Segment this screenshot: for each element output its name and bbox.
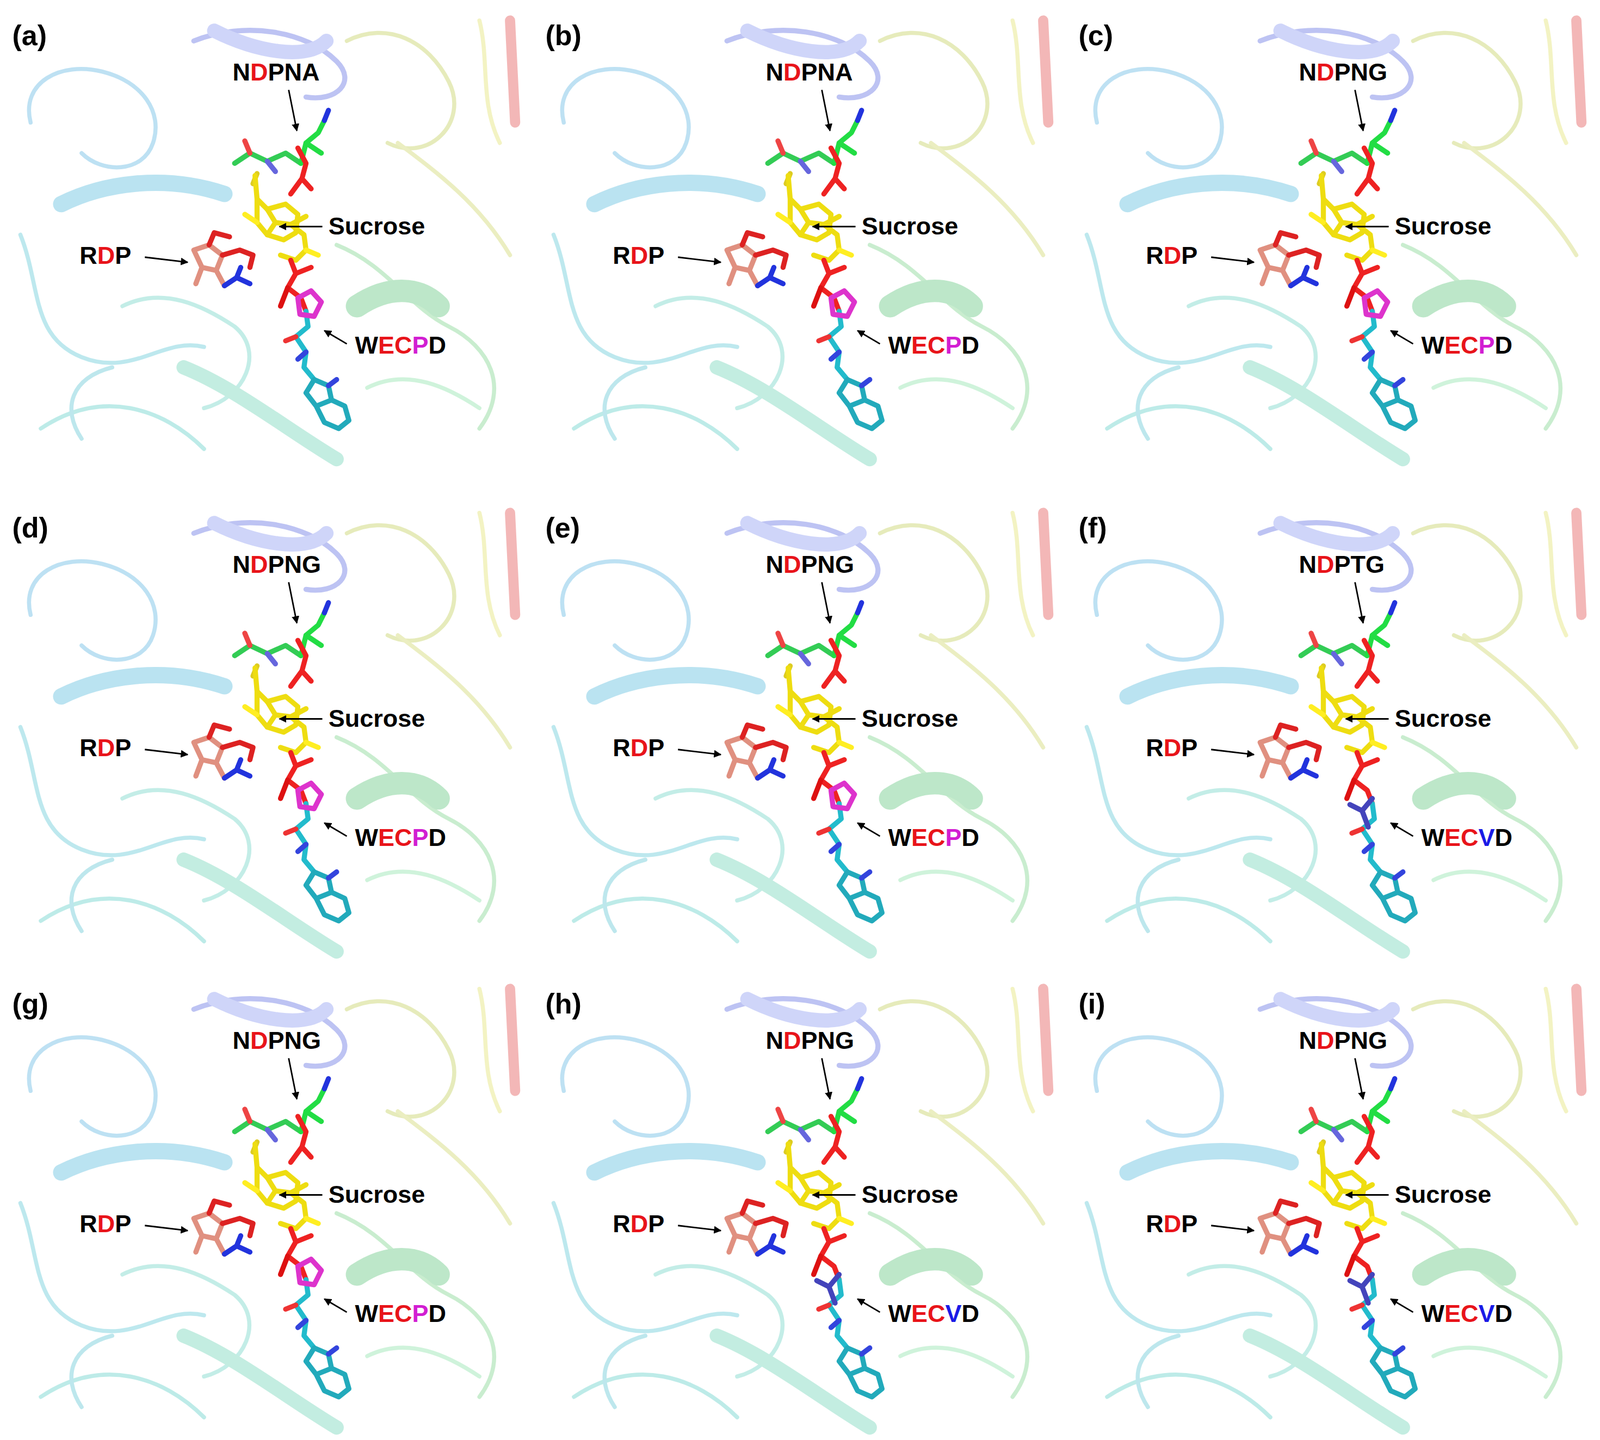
ligand-label: Sucrose xyxy=(861,1181,959,1208)
panel-h-structure xyxy=(533,968,1064,1438)
residue-motif: RDP xyxy=(1145,1211,1198,1237)
panel-letter: (b) xyxy=(545,20,582,51)
residue-motif: NDPNG xyxy=(1299,59,1388,85)
panel-b-structure xyxy=(533,0,1064,470)
residue-motif: WECPD xyxy=(888,332,980,358)
ligand-label: Sucrose xyxy=(861,213,959,239)
residue-motif: NDPNG xyxy=(765,1027,855,1054)
residue-motif: RDP xyxy=(612,734,665,761)
residue-motif: NDPNA xyxy=(765,59,854,85)
panel-c-structure xyxy=(1066,0,1597,470)
residue-motif: RDP xyxy=(612,1211,665,1237)
ligand-label: Sucrose xyxy=(1394,705,1492,732)
residue-motif: RDP xyxy=(79,1211,132,1237)
residue-motif: WECVD xyxy=(1421,824,1513,851)
panel-letter: (f) xyxy=(1078,513,1108,543)
panel-d-structure xyxy=(0,492,531,962)
residue-motif: WECVD xyxy=(888,1300,980,1327)
residue-motif: WECVD xyxy=(1421,1300,1513,1327)
ligand-label: Sucrose xyxy=(1394,213,1492,239)
residue-motif: RDP xyxy=(79,242,132,269)
residue-motif: RDP xyxy=(612,242,665,269)
residue-motif: WECPD xyxy=(355,824,447,851)
panel-i-structure xyxy=(1066,968,1597,1438)
residue-motif: WECPD xyxy=(355,1300,447,1327)
residue-motif: NDPNG xyxy=(1299,1027,1388,1054)
panel-a-structure xyxy=(0,0,531,470)
residue-motif: WECPD xyxy=(1421,332,1513,358)
residue-motif: WECPD xyxy=(355,332,447,358)
ligand-label: Sucrose xyxy=(328,705,426,732)
panel-letter: (e) xyxy=(545,513,581,543)
residue-motif: NDPNG xyxy=(232,1027,322,1054)
panel-letter: (g) xyxy=(12,989,49,1019)
ligand-label: Sucrose xyxy=(1394,1181,1492,1208)
panel-e-structure xyxy=(533,492,1064,962)
residue-motif: NDPNA xyxy=(232,59,320,85)
residue-motif: NDPNG xyxy=(765,551,855,578)
residue-motif: RDP xyxy=(79,734,132,761)
panel-letter: (d) xyxy=(12,513,49,543)
ligand-label: Sucrose xyxy=(861,705,959,732)
panel-letter: (c) xyxy=(1078,20,1114,51)
residue-motif: WECPD xyxy=(888,824,980,851)
residue-motif: RDP xyxy=(1145,242,1198,269)
residue-motif: RDP xyxy=(1145,734,1198,761)
panel-letter: (a) xyxy=(12,20,48,51)
panel-letter: (h) xyxy=(545,989,582,1019)
ligand-label: Sucrose xyxy=(328,213,426,239)
panel-f-structure xyxy=(1066,492,1597,962)
ligand-label: Sucrose xyxy=(328,1181,426,1208)
residue-motif: NDPTG xyxy=(1299,551,1386,578)
panel-letter: (i) xyxy=(1078,989,1106,1019)
residue-motif: NDPNG xyxy=(232,551,322,578)
panel-g-structure xyxy=(0,968,531,1438)
